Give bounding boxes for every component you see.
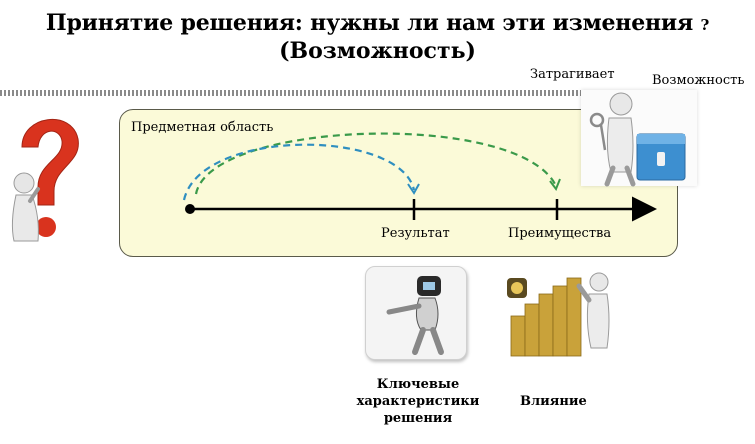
influence-label: Влияние (520, 394, 587, 409)
page-title: Принятие решения: нужны ли нам эти измен… (0, 10, 755, 36)
dashed-arc-benefits-head (549, 178, 561, 192)
dashed-arc-result (182, 143, 416, 201)
timeline-start-dot (185, 204, 195, 214)
affects-label: Затрагивает (530, 67, 615, 82)
key-characteristics-line3: решения (383, 411, 453, 426)
key-person-chest-icon (589, 92, 686, 187)
robot-icon (386, 276, 444, 355)
divider-stripe (0, 90, 590, 96)
benefits-label: Преимущества (508, 226, 612, 241)
title-question-mark: ? (700, 16, 710, 34)
question-person-icon (11, 118, 79, 242)
dashed-arc-result-head (407, 183, 420, 195)
title-line1: Принятие решения: нужны ли нам эти измен… (45, 10, 694, 36)
domain-area-label: Предметная область (131, 120, 274, 135)
key-characteristics-line2: характеристики (356, 394, 480, 409)
result-label: Результат (381, 226, 450, 241)
dashed-arc-benefits (194, 132, 557, 195)
coins-person-icon (507, 272, 610, 357)
key-characteristics-label: Ключевые характеристики решения (353, 376, 483, 427)
opportunity-label: Возможность (652, 73, 745, 88)
page-subtitle: (Возможность) (279, 38, 476, 64)
key-characteristics-line1: Ключевые (376, 377, 460, 392)
